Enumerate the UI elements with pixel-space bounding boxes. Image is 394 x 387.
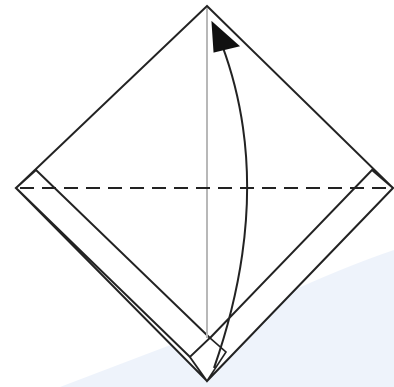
origami-diagram-svg (0, 0, 394, 387)
origami-diagram-canvas (0, 0, 394, 387)
